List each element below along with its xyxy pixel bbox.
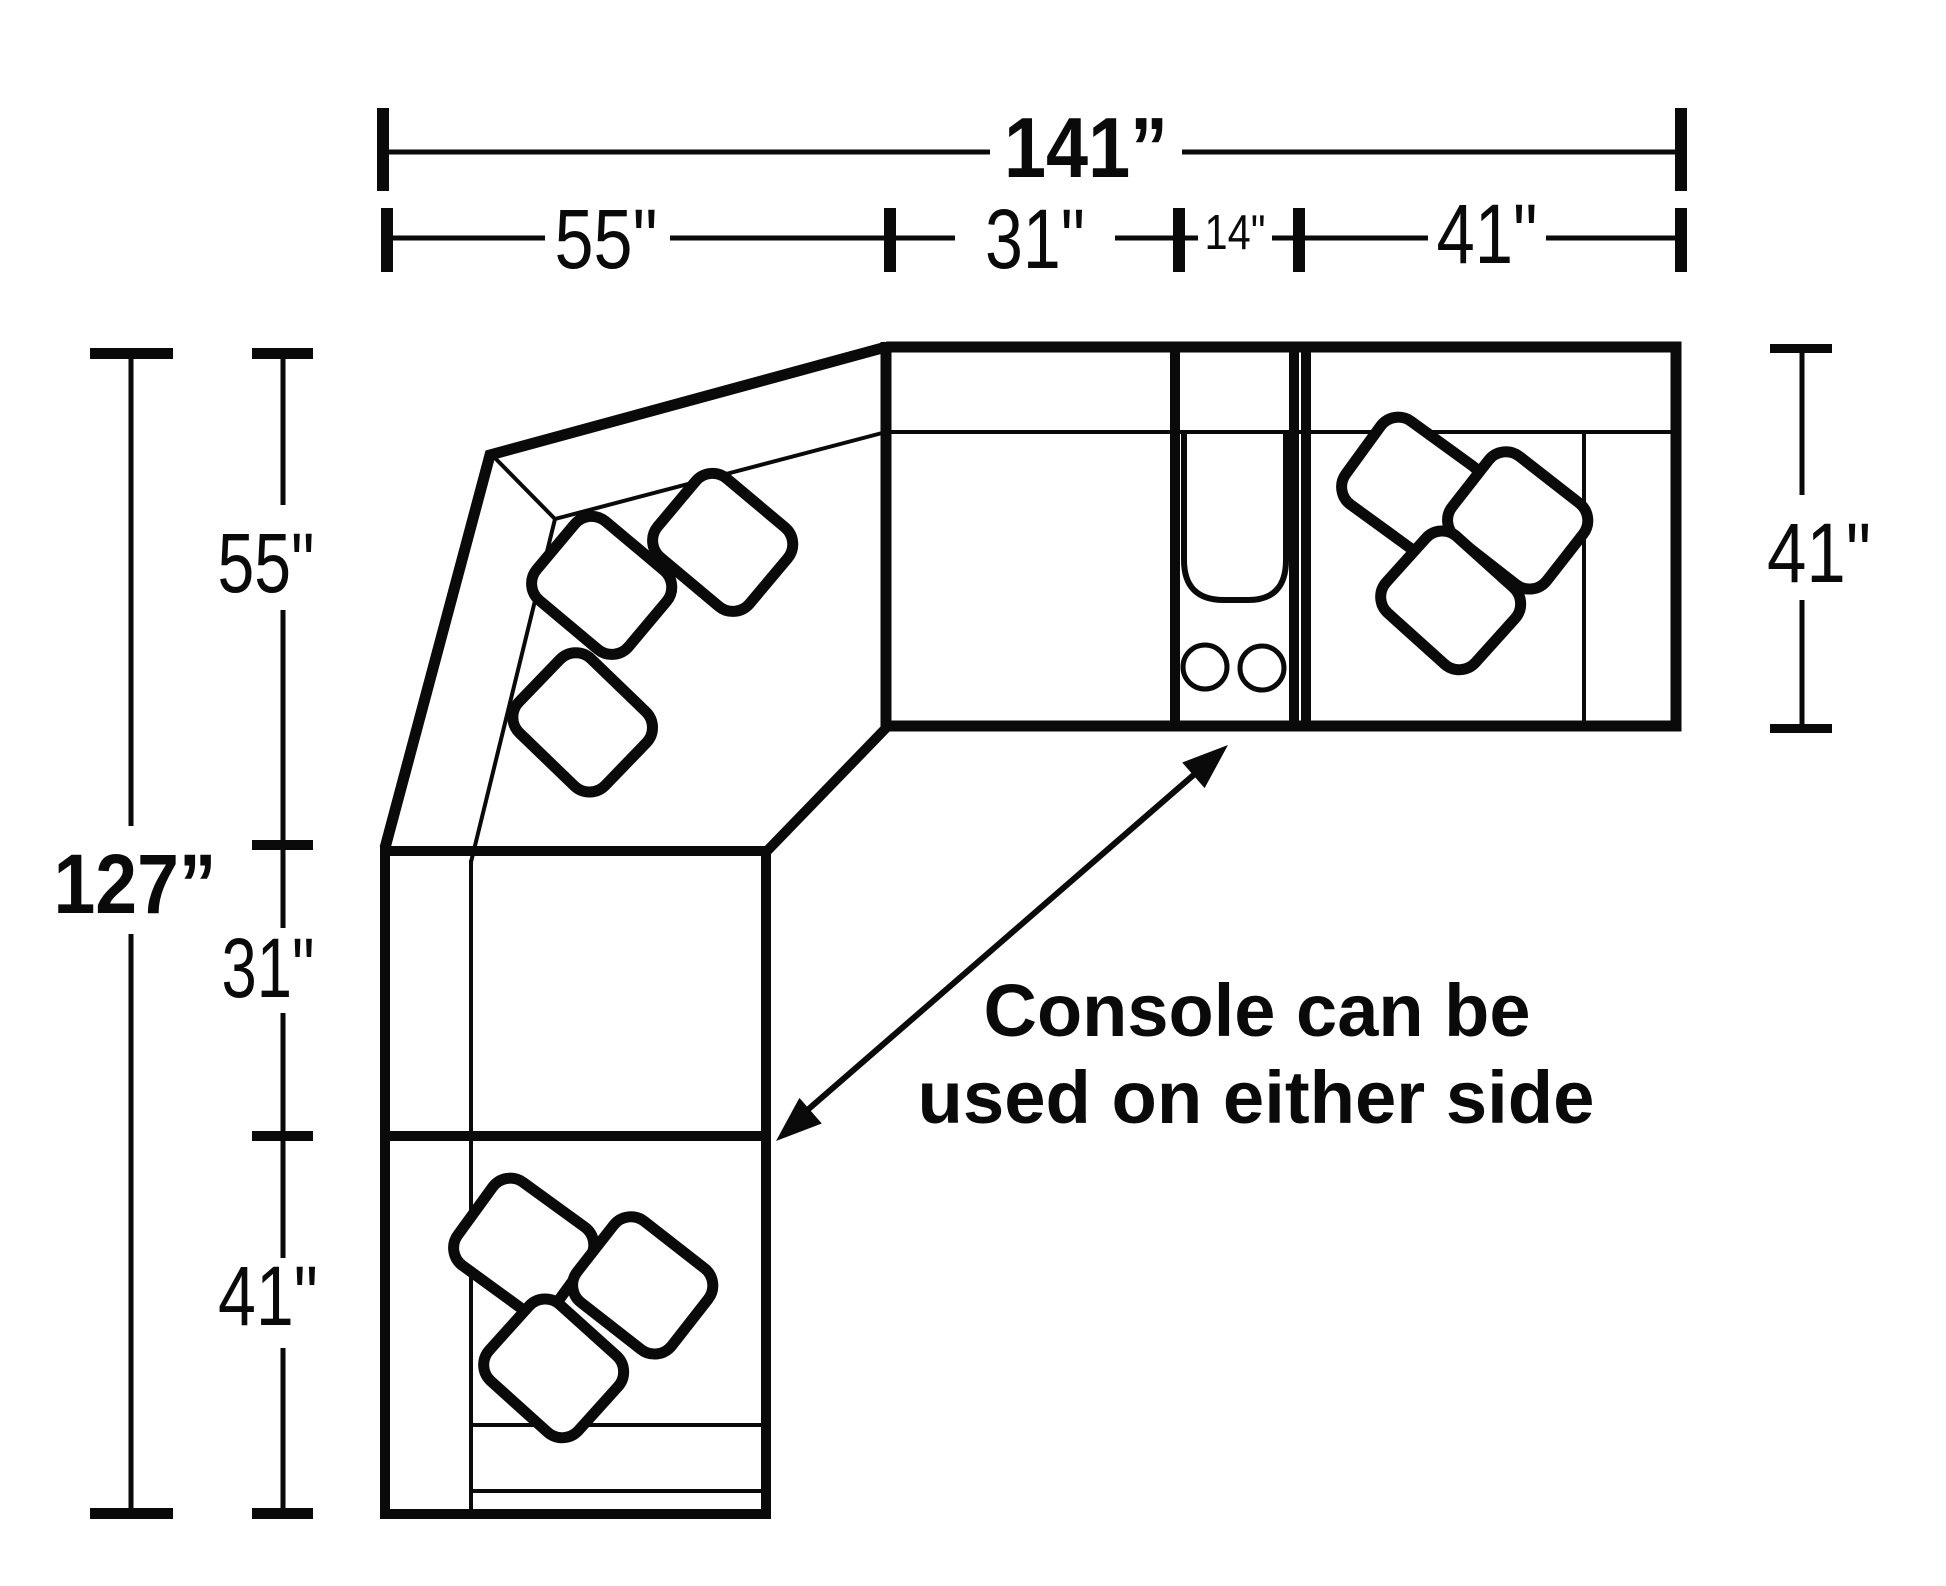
svg-text:127”: 127” (54, 837, 217, 931)
svg-text:55": 55" (555, 192, 658, 286)
svg-text:41": 41" (1767, 506, 1871, 600)
svg-text:41": 41" (1437, 187, 1538, 281)
svg-text:41": 41" (218, 1249, 318, 1343)
svg-text:used on either side: used on either side (918, 1056, 1595, 1139)
svg-text:55": 55" (218, 516, 315, 610)
svg-text:Console can be: Console can be (984, 969, 1531, 1052)
svg-text:31": 31" (985, 192, 1085, 286)
svg-text:31": 31" (222, 921, 315, 1015)
svg-text:141”: 141” (1004, 101, 1168, 196)
svg-text:14": 14" (1205, 206, 1266, 260)
